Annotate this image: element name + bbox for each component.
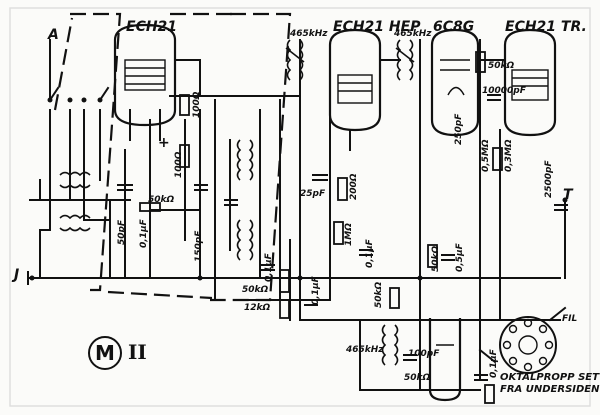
plus-mark: + — [158, 135, 170, 151]
antenna-coils — [59, 171, 91, 232]
terminal-t: T — [563, 187, 573, 203]
tube-label-detector: 6C8G — [433, 19, 475, 35]
label-if3: 465kHz — [346, 345, 384, 355]
label-r-1m: 1MΩ — [344, 223, 354, 246]
label-r-05m: 0,5MΩ — [481, 139, 491, 172]
label-r-100-a: 100Ω — [192, 91, 202, 118]
label-c-01-d: 0,1μF — [365, 239, 375, 268]
switch-contacts — [47, 86, 110, 103]
label-r-100-b: 100Ω — [174, 151, 184, 178]
label-c-25pf: 25pF — [300, 189, 326, 199]
label-r-50k-bot: 50kΩ — [404, 373, 431, 383]
resistors — [139, 51, 503, 404]
label-c-100pf: 100pF — [408, 349, 440, 359]
label-r-03m: 0,3MΩ — [504, 139, 514, 172]
label-r-50k-mid: 50kΩ — [242, 285, 269, 295]
label-c-150pf: 150pF — [194, 230, 204, 262]
tube-detector — [430, 28, 480, 137]
label-c-01-e: 0,1μF — [489, 349, 499, 378]
label-c-2500: 2500pF — [544, 160, 554, 198]
label-c-250pf: 250pF — [454, 113, 464, 145]
tube-mixer — [113, 23, 177, 141]
label-r-200: 200Ω — [349, 173, 359, 200]
label-c-01-c: 0,1μF — [311, 276, 321, 305]
tube-if-amp — [328, 28, 382, 151]
terminal-j: J — [14, 267, 20, 283]
octal-socket — [499, 306, 567, 374]
if-transformer-1 — [285, 39, 305, 81]
logo-roman-numeral: II — [128, 340, 147, 364]
label-c-05: 0,5μF — [455, 243, 465, 272]
label-c-01-a: 0,1μF — [139, 219, 149, 248]
label-if2: 465kHz — [394, 29, 432, 39]
label-fil: FIL — [562, 314, 578, 324]
tube-label-mixer: ECH21 — [126, 19, 178, 35]
octal-note-1: OKTALPROPP SETT — [500, 372, 600, 383]
label-if1: 465kHz — [290, 29, 328, 39]
label-c-01-b: 0,1μF — [264, 253, 274, 282]
tube-output — [503, 28, 557, 137]
label-c-50pf: 50pF — [117, 219, 127, 245]
terminal-a: A — [48, 27, 59, 43]
band-switch-frame — [53, 12, 292, 302]
label-r-50k-top: 50kΩ — [488, 61, 515, 71]
label-r-50k-low: 50kΩ — [374, 281, 384, 308]
label-r-50k-osc: 50kΩ — [148, 195, 175, 205]
label-r-50k-det: 50kΩ — [431, 245, 441, 272]
tube-label-if: ECH21 HEP — [333, 19, 421, 35]
if-transformer-3 — [381, 324, 399, 366]
tube-label-output: ECH21 TR. — [505, 19, 587, 35]
logo-mark: M — [88, 336, 122, 370]
octal-note-2: FRA UNDERSIDEN — [500, 384, 600, 395]
label-r-12k: 12kΩ — [244, 303, 271, 313]
label-c-10000: 10000pF — [482, 86, 526, 96]
capacitors — [117, 94, 568, 381]
tube-detector-lower — [409, 318, 497, 402]
oscillator-coils — [236, 139, 254, 261]
